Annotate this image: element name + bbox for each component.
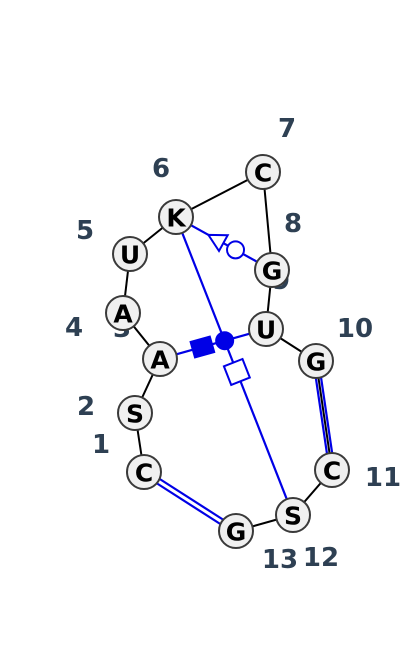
backbone-segment	[315, 360, 333, 471]
nucleotide-5: U	[112, 236, 148, 272]
position-label-12: 12	[303, 543, 339, 573]
nucleotide-letter: C	[323, 457, 341, 486]
nucleotide-12: S	[275, 497, 311, 533]
position-label-2: 2	[77, 392, 95, 422]
nucleotide-letter: G	[262, 257, 283, 286]
nucleotide-letter: C	[254, 159, 272, 188]
nucleotide-letter: U	[120, 241, 140, 270]
nucleotide-letter: A	[150, 346, 170, 375]
pair-filled-circle-symbol	[215, 331, 235, 351]
canonical-pair-line	[156, 482, 221, 525]
nucleotide-letter: S	[126, 400, 144, 429]
noncanonical-pair-line	[176, 332, 250, 356]
base-pair-layer	[156, 224, 334, 525]
nucleotide-2: S	[117, 395, 153, 431]
pair-square-symbol	[222, 357, 252, 387]
nucleotide-6: K	[158, 199, 194, 235]
nucleotide-letter: U	[256, 316, 276, 345]
pair-circle-symbol	[226, 240, 246, 260]
nucleotide-circle	[218, 513, 254, 549]
nucleotide-circle	[298, 343, 334, 379]
position-label-11: 11	[365, 463, 400, 493]
canonical-pair-line	[314, 378, 329, 454]
nucleotide-letter: C	[135, 459, 153, 488]
position-label-5: 5	[76, 216, 94, 246]
nucleotide-1: C	[126, 454, 162, 490]
nucleotide-3: A	[142, 341, 178, 377]
nucleotide-8: G	[254, 252, 290, 288]
nucleotide-circle	[117, 395, 153, 431]
nucleotide-circle	[254, 252, 290, 288]
pair-triangle-symbol	[206, 233, 230, 253]
nucleotide-10: G	[298, 343, 334, 379]
nucleotide-letter: A	[113, 300, 133, 329]
position-label-1: 1	[92, 430, 110, 460]
nucleotide-circle	[126, 454, 162, 490]
position-label-7: 7	[278, 114, 296, 144]
nucleotide-circle	[275, 497, 311, 533]
nucleotide-circle	[158, 199, 194, 235]
nucleotide-7: C	[245, 154, 281, 190]
nucleotide-letter: S	[284, 502, 302, 531]
position-label-layer: 12345678910111213	[65, 114, 400, 575]
position-label-6: 6	[152, 154, 170, 184]
canonical-pair-line	[159, 478, 224, 521]
nucleotide-4: A	[105, 295, 141, 331]
pair-filled-square-symbol	[189, 335, 216, 359]
nucleotide-circle	[142, 341, 178, 377]
nucleotide-13: G	[218, 513, 254, 549]
position-label-8: 8	[284, 209, 302, 239]
position-label-10: 10	[337, 314, 373, 344]
nucleotide-circle	[314, 452, 350, 488]
nucleotide-letter: G	[306, 348, 327, 377]
nucleotide-circle	[245, 154, 281, 190]
nucleotide-letter: K	[166, 204, 187, 233]
nucleotide-9: U	[248, 311, 284, 347]
position-label-13: 13	[262, 545, 298, 575]
nucleotide-11: C	[314, 452, 350, 488]
nucleotide-circle	[105, 295, 141, 331]
nucleotide-circle	[248, 311, 284, 347]
canonical-pair-line	[319, 377, 334, 453]
nucleotide-letter: G	[226, 518, 247, 547]
nucleotide-circle	[112, 236, 148, 272]
position-label-4: 4	[65, 313, 83, 343]
